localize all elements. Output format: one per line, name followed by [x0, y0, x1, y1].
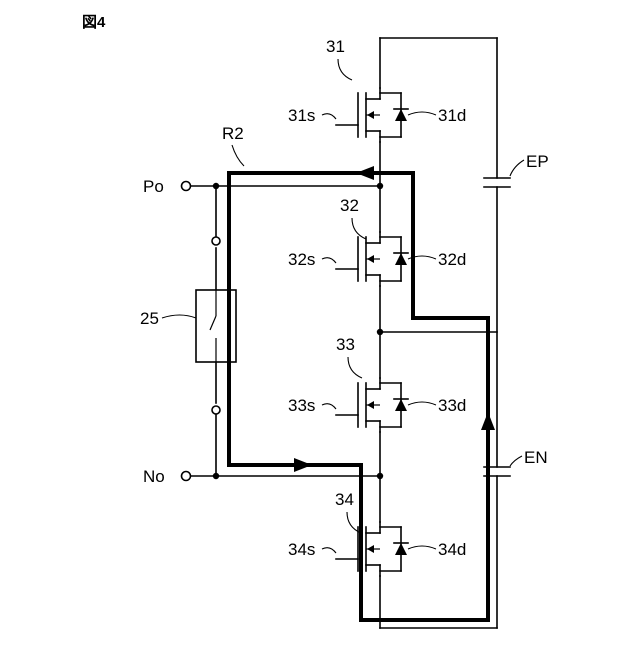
capacitor-ep-leader: [510, 160, 524, 176]
arrow-up: [481, 412, 495, 430]
terminal-po-label: Po: [143, 177, 164, 196]
arrow-left: [356, 166, 374, 180]
switch-31: 31 31s 31d: [288, 37, 466, 142]
switch-34: 34 34s 34d: [288, 490, 466, 576]
diode-label: 33d: [438, 396, 466, 415]
diode-label: 32d: [438, 250, 466, 269]
switch-32: 32 32s 32d: [288, 196, 466, 286]
terminal-no-label: No: [143, 467, 165, 486]
path-label: R2: [222, 124, 244, 143]
component-label: 25: [140, 309, 159, 328]
capacitor-ep-label: EP: [526, 152, 549, 171]
capacitor-en-leader: [510, 456, 522, 466]
switch-label: 34: [335, 490, 354, 509]
figure-title: 図4: [82, 14, 106, 31]
diode-32-icon: [395, 253, 407, 265]
switch-label: 31: [326, 37, 345, 56]
component-leader: [162, 315, 196, 318]
gate-label: 32s: [288, 250, 315, 269]
switch-label: 32: [340, 196, 359, 215]
switches: 31 31s 31d 32 32s 32d 33 33s 33d 34 34s 34d: [288, 37, 466, 576]
contact-terminal-top: [212, 237, 220, 245]
switch-33: 33 33s 33d: [288, 335, 466, 432]
contact-terminal-bottom: [212, 406, 220, 414]
gate-label: 34s: [288, 540, 315, 559]
terminal-no: [182, 472, 191, 481]
junction-dots: [213, 183, 383, 479]
arrow-right: [294, 458, 312, 472]
gate-label: 31s: [288, 106, 315, 125]
capacitor-en-label: EN: [524, 448, 548, 467]
gate-label: 33s: [288, 396, 315, 415]
diode-34-icon: [395, 543, 407, 555]
switch-label: 33: [336, 335, 355, 354]
diode-label: 31d: [438, 106, 466, 125]
diode-31-icon: [395, 109, 407, 121]
diode-label: 34d: [438, 540, 466, 559]
diode-33-icon: [395, 399, 407, 411]
terminal-po: [182, 182, 191, 191]
path-leader: [232, 145, 244, 166]
